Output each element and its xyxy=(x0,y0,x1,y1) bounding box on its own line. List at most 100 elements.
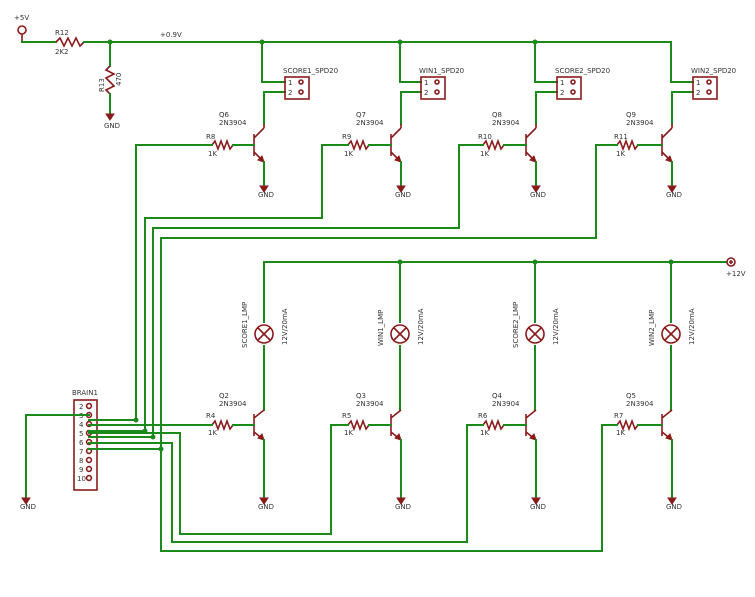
r12-value: 2K2 xyxy=(55,48,69,56)
p12v-label: +12V xyxy=(726,270,746,278)
ground-symbol xyxy=(531,185,541,193)
ground-symbol xyxy=(531,497,541,505)
p12v-rail: +12V xyxy=(263,257,746,278)
pin-2-label: 2 xyxy=(696,89,700,97)
pin-2-label: 2 xyxy=(288,89,292,97)
pin-label: 2 xyxy=(79,403,83,411)
resistor-ref: R8 xyxy=(206,133,215,141)
connector-label: SCORE2_SPD20 xyxy=(555,67,610,75)
ground-symbol xyxy=(21,497,31,505)
pin-label: 10 xyxy=(77,475,86,483)
brain-connector: BRAIN1 2 3 4 5 6 7 8 9 10 GND xyxy=(20,389,603,552)
lamp-win2 xyxy=(661,324,681,344)
p09v-label: +0.9V xyxy=(160,31,182,39)
lamp-score1 xyxy=(254,324,274,344)
p5v-terminal xyxy=(17,25,27,35)
resistor-value: 1K xyxy=(208,150,217,158)
lower-stage-2: WIN1_LMP 12V/20mA GND Q3 2N3904 R5 1K xyxy=(330,261,425,511)
resistor-ref: R11 xyxy=(614,133,628,141)
gnd-label: GND xyxy=(258,191,274,199)
resistor-value: 1K xyxy=(616,150,625,158)
resistor-ref: R7 xyxy=(614,412,623,420)
ground-symbol xyxy=(667,185,677,193)
lamp-rating: 12V/20mA xyxy=(688,308,696,345)
lamp-label: WIN2_LMP xyxy=(648,310,656,346)
gnd-label: GND xyxy=(20,503,36,511)
p12v-terminal xyxy=(726,257,736,267)
gnd-label: GND xyxy=(666,503,682,511)
upper-stage-4: 1 2 WIN2_SPD20 GND Q9 2N3904 R11 1K xyxy=(595,41,736,199)
resistor-value: 1K xyxy=(616,429,625,437)
ground-symbol xyxy=(259,185,269,193)
connector-score1-spd20 xyxy=(284,76,310,100)
pin-2-label: 2 xyxy=(560,89,564,97)
r13-value: 470 xyxy=(115,73,123,86)
connector-label: WIN2_SPD20 xyxy=(691,67,736,75)
brain1-header xyxy=(73,399,98,491)
gnd-label: GND xyxy=(395,503,411,511)
resistor-ref: R5 xyxy=(342,412,351,420)
junction xyxy=(150,434,156,440)
resistor-value: 1K xyxy=(480,429,489,437)
transistor-ref: Q3 xyxy=(356,392,366,400)
transistor-part: 2N3904 xyxy=(356,400,384,408)
gnd-label: GND xyxy=(530,503,546,511)
transistor-ref: Q8 xyxy=(492,111,502,119)
gnd-label: GND xyxy=(395,191,411,199)
lamp-rating: 12V/20mA xyxy=(552,308,560,345)
gnd-label: GND xyxy=(104,122,120,130)
upper-stage-1: 1 2 SCORE1_SPD20 GND Q6 2N3904 R8 1K xyxy=(135,39,338,199)
gnd-label: GND xyxy=(530,191,546,199)
transistor-ref: Q9 xyxy=(626,111,636,119)
pin-1-label: 1 xyxy=(288,79,292,87)
transistor-ref: Q5 xyxy=(626,392,636,400)
lamp-label: WIN1_LMP xyxy=(377,310,385,346)
junction xyxy=(133,417,139,423)
resistor-ref: R6 xyxy=(478,412,488,420)
ground-symbol xyxy=(396,497,406,505)
connector-win1-spd20 xyxy=(420,76,446,100)
pin-label: 6 xyxy=(79,439,84,447)
resistor-value: 1K xyxy=(480,150,489,158)
transistor-ref: Q6 xyxy=(219,111,230,119)
pin-label: 9 xyxy=(79,466,83,474)
gnd-label: GND xyxy=(258,503,274,511)
supply-network: +5V R12 2K2 +0.9V R13 470 GND xyxy=(14,14,672,130)
resistor-value: 1K xyxy=(344,429,353,437)
pin-1-label: 1 xyxy=(560,79,564,87)
pin-1-label: 1 xyxy=(424,79,428,87)
transistor-part: 2N3904 xyxy=(219,119,247,127)
p5v-label: +5V xyxy=(14,14,29,22)
r12-ref: R12 xyxy=(55,29,69,37)
brain-ref: BRAIN1 xyxy=(72,389,98,397)
transistor-ref: Q7 xyxy=(356,111,366,119)
upper-stage-3: 1 2 SCORE2_SPD20 GND Q8 2N3904 R10 1K xyxy=(458,39,610,199)
transistor-part: 2N3904 xyxy=(626,119,654,127)
pin-2-label: 2 xyxy=(424,89,428,97)
ground-symbol xyxy=(105,113,115,121)
pin-1-label: 1 xyxy=(696,79,700,87)
resistor-value: 1K xyxy=(208,429,217,437)
upper-stage-2: 1 2 WIN1_SPD20 GND Q7 2N3904 R9 1K xyxy=(321,39,464,199)
transistor-part: 2N3904 xyxy=(356,119,384,127)
lower-stage-3: SCORE2_LMP 12V/20mA GND Q4 2N3904 R6 1K xyxy=(466,261,560,511)
r13-ref: R13 xyxy=(98,78,106,92)
transistor-ref: Q4 xyxy=(492,392,503,400)
junction xyxy=(397,39,403,45)
connector-win2-spd20 xyxy=(692,76,718,100)
resistor-ref: R9 xyxy=(342,133,351,141)
ground-symbol xyxy=(259,497,269,505)
lamp-label: SCORE2_LMP xyxy=(512,302,520,348)
resistor-ref: R10 xyxy=(478,133,492,141)
pin-label: 5 xyxy=(79,430,83,438)
pin-label: 7 xyxy=(79,448,83,456)
transistor-part: 2N3904 xyxy=(492,400,520,408)
gnd-label: GND xyxy=(666,191,682,199)
resistor-r13: R13 470 xyxy=(98,65,123,95)
junction xyxy=(259,39,265,45)
lamp-label: SCORE1_LMP xyxy=(241,302,249,348)
upper-signal-routing xyxy=(135,144,597,450)
pin-label: 4 xyxy=(79,421,84,429)
transistor-part: 2N3904 xyxy=(219,400,247,408)
